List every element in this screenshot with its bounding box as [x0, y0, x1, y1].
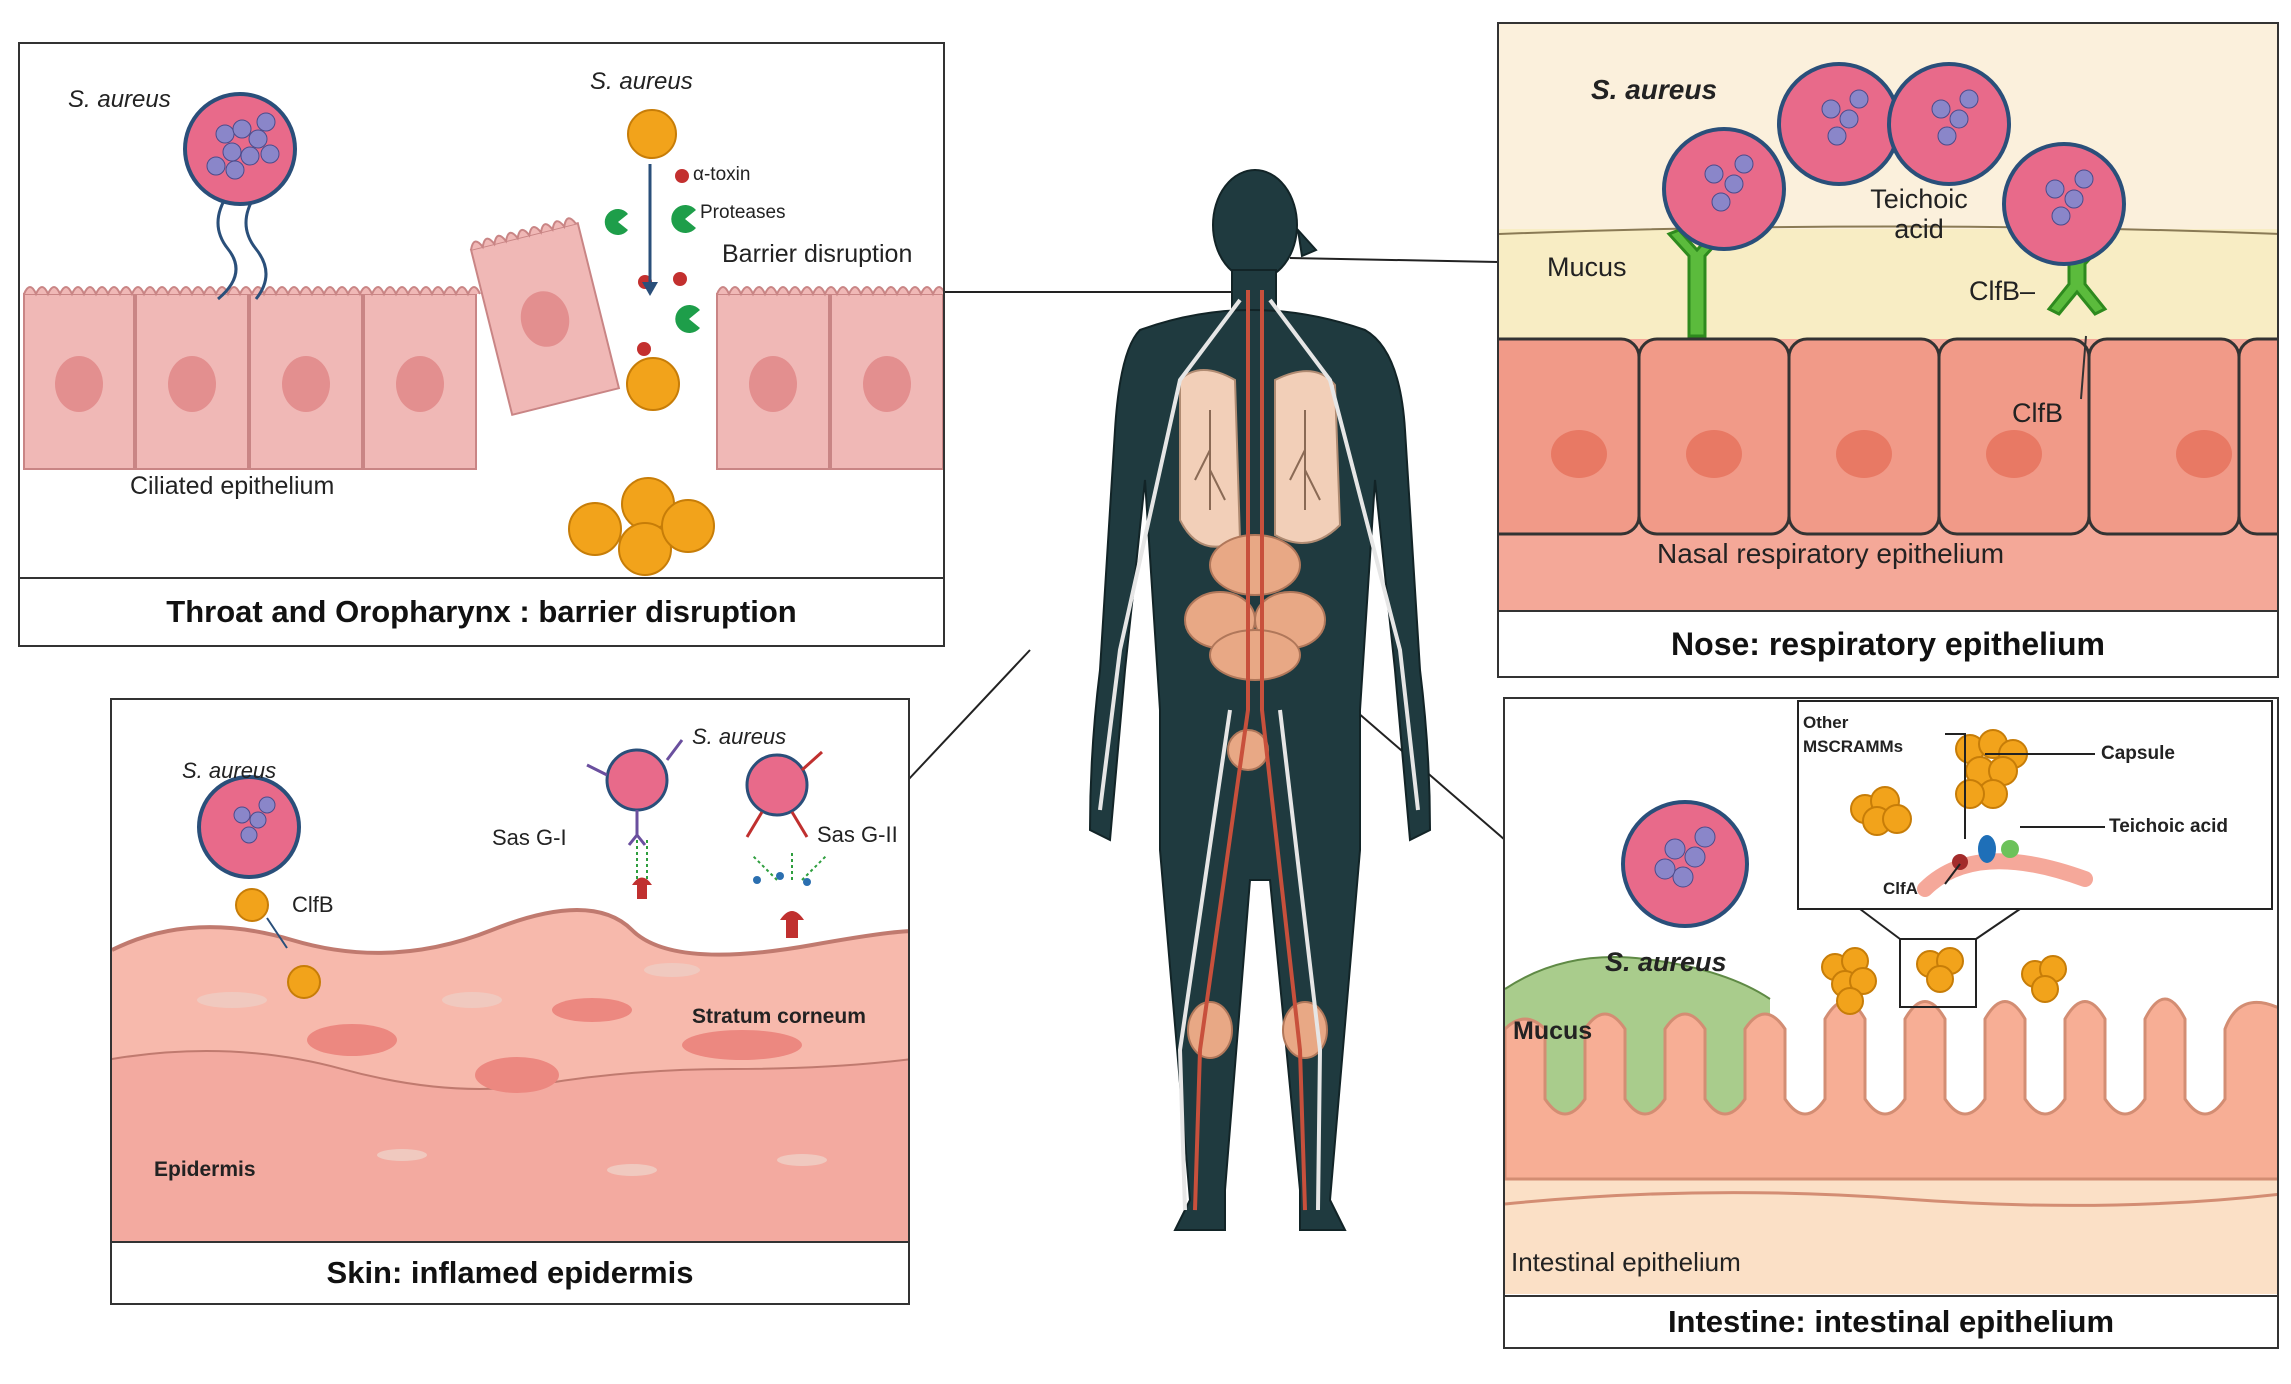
skin-s-aureus-label-1: S. aureus [182, 758, 277, 783]
intestinal-epithelium-label: Intestinal epithelium [1511, 1247, 1741, 1277]
mscramms-label: MSCRAMMs [1803, 737, 1904, 756]
nose-s-aureus-label: S. aureus [1591, 74, 1718, 105]
intestine-illustration [1505, 700, 2277, 1294]
sasg2-label: Sas G-II [817, 822, 898, 847]
sasg1-label: Sas G-I [492, 825, 567, 850]
human-body-figure [1088, 169, 1432, 1231]
ciliated-epithelium-label: Ciliated epithelium [130, 472, 335, 500]
nose-mucus-label: Mucus [1547, 252, 1627, 282]
throat-illustration [23, 92, 943, 576]
nose-clfb-label-2: ClfB [2012, 398, 2064, 428]
intestine-s-aureus-label: S. aureus [1605, 947, 1727, 977]
throat-s-aureus-label-1: S. aureus [68, 86, 171, 113]
skin-s-aureus-bubble [197, 775, 321, 999]
skin-s-aureus-label-2: S. aureus [692, 724, 787, 749]
skin-illustration [112, 739, 908, 1245]
nasal-epithelium-label: Nasal respiratory epithelium [1657, 538, 2005, 569]
s-aureus-cluster [1662, 62, 2126, 266]
nose-teichoic-label: Teichoic acid [1870, 184, 1968, 244]
nasal-cells [1499, 337, 2277, 536]
surface-cocci [1821, 947, 2067, 1015]
other-label: Other [1803, 713, 1849, 732]
toxins-and-cocci [568, 109, 715, 576]
barrier-disruption-label: Barrier disruption [722, 240, 913, 268]
intestine-teichoic-label: Teichoic acid [2109, 816, 2228, 837]
skin-panel: S. aureus S. aureus ClfB Sas G-I Sas G-I… [110, 698, 910, 1305]
intestine-panel: Other MSCRAMMs Capsule Teichoic acid Clf… [1503, 697, 2279, 1349]
nose-panel-title: Nose: respiratory epithelium [1499, 610, 2277, 676]
nose-panel: S. aureus Teichoic acid Mucus ClfB– ClfB… [1497, 22, 2279, 678]
s-aureus-bubble [183, 92, 297, 301]
throat-s-aureus-label-2: S. aureus [590, 68, 693, 95]
clfa-label: ClfA [1883, 879, 1918, 898]
intestine-mucus-label: Mucus [1513, 1017, 1593, 1045]
proteases-label: Proteases [700, 202, 786, 223]
epidermis-label: Epidermis [154, 1158, 256, 1181]
nose-illustration [1499, 24, 2277, 629]
throat-panel: S. aureus S. aureus α-toxin Proteases Ba… [18, 42, 945, 647]
ciliated-cells [23, 217, 943, 470]
stratum-corneum-label: Stratum corneum [692, 1005, 866, 1028]
intestine-s-aureus-bubble [1621, 800, 1749, 928]
throat-panel-title: Throat and Oropharynx : barrier disrupti… [20, 577, 943, 645]
skin-panel-title: Skin: inflamed epidermis [112, 1241, 908, 1303]
intestine-panel-title: Intestine: intestinal epithelium [1505, 1295, 2277, 1347]
nose-clfb-label-1: ClfB– [1969, 276, 2036, 306]
capsule-label: Capsule [2101, 743, 2175, 764]
skin-clfb-label: ClfB [292, 892, 334, 917]
sasg-bacteria [586, 739, 828, 938]
alpha-toxin-label: α-toxin [693, 164, 751, 185]
